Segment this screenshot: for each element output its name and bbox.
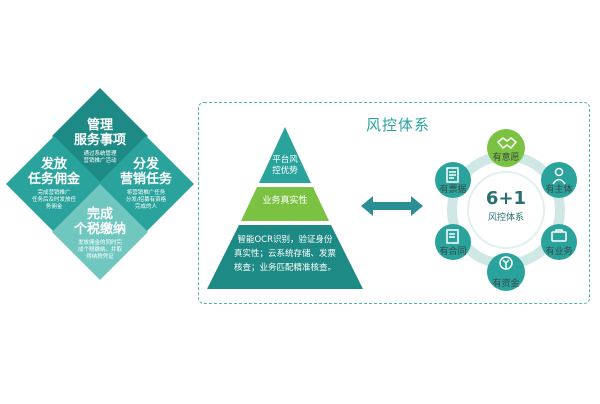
invoice-icon xyxy=(446,167,459,183)
pyramid-top xyxy=(259,127,311,183)
pyramid-middle xyxy=(241,187,329,221)
diamond-manage-text: 管理服务事项 通过系统管理营销推广活动 xyxy=(73,118,126,164)
satellite-label-contract: 有合同 xyxy=(439,247,467,257)
double-arrow-icon xyxy=(361,196,423,216)
person-icon xyxy=(552,167,566,185)
panel-title: 风控体系 xyxy=(366,116,431,134)
diamond-dispatch-text: 分发营销任务 将营销推广任务分发/招募有资格完成的人 xyxy=(119,157,172,210)
contract-icon xyxy=(446,229,459,244)
center-circle xyxy=(467,171,545,249)
risk-panel xyxy=(198,102,590,304)
satellite-willingness xyxy=(487,129,525,167)
pyramid-bottom xyxy=(207,225,363,289)
briefcase-icon xyxy=(551,229,567,242)
pyramid-bottom-text: 智能OCR识别，验证身份真实性；云系统存储、发票核查；业务匹配精准核查。 xyxy=(233,235,336,273)
satellite-contract xyxy=(435,224,471,260)
center-number: 6+1 xyxy=(485,188,527,209)
satellite-business xyxy=(541,224,577,260)
money-icon xyxy=(499,256,513,270)
pyramid xyxy=(207,127,363,289)
satellite-label-entity: 有主体 xyxy=(545,185,573,195)
risk-wheel xyxy=(435,129,577,291)
center-label: 风控体系 xyxy=(487,213,524,223)
satellite-label-business: 有业务 xyxy=(545,247,573,257)
satellite-label-willingness: 有意愿 xyxy=(492,153,520,163)
satellite-funds xyxy=(487,253,525,291)
satellite-label-invoice: 有票据 xyxy=(439,185,467,195)
diamond-pay-text: 发放任务佣金 完成营销推广任务后及时发放任务佣金 xyxy=(27,157,80,210)
handshake-icon xyxy=(496,137,518,150)
satellite-label-funds: 有资金 xyxy=(492,279,520,289)
diamond-tax xyxy=(52,184,148,280)
pyramid-top-text: 平台风控优势 xyxy=(272,155,298,176)
satellite-invoice xyxy=(435,162,471,198)
diamond-tax-text: 完成个税缴纳 发放佣金的同时完成个税缴纳，并取得纳税凭证 xyxy=(73,207,126,260)
pyramid-middle-text: 业务真实性 xyxy=(262,196,308,206)
